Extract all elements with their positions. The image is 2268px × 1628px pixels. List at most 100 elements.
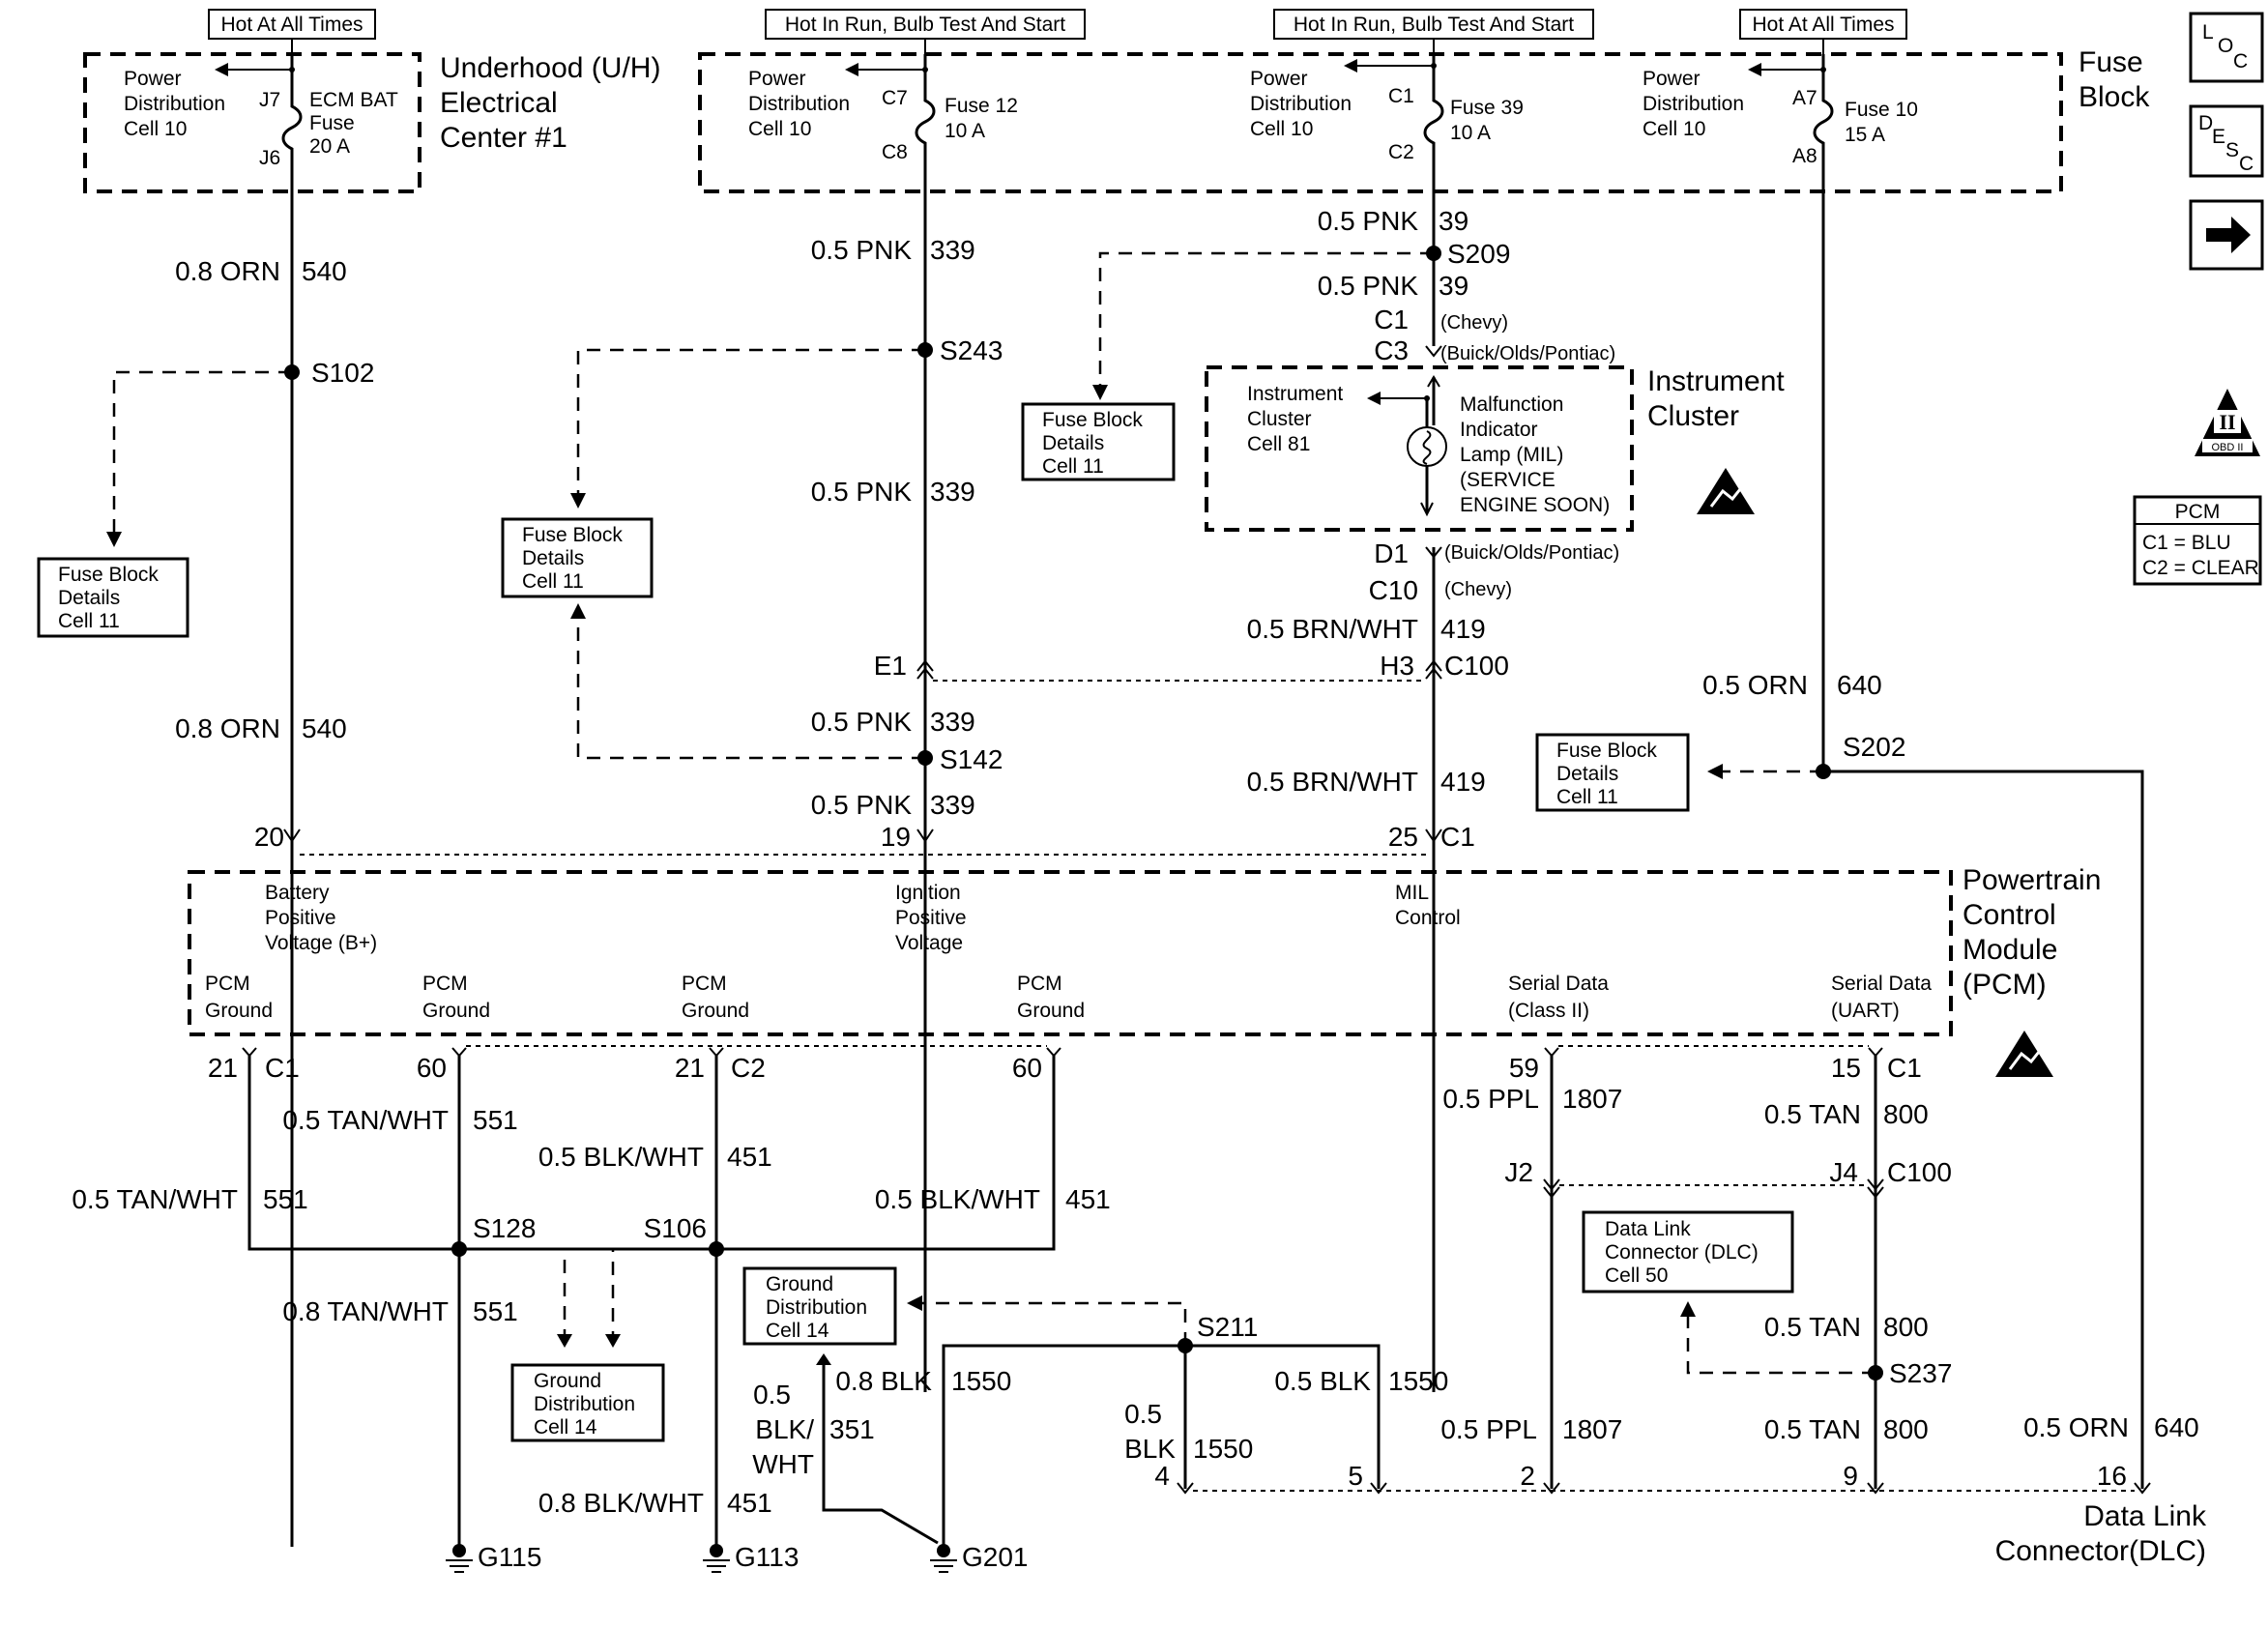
- svg-text:D: D: [2198, 112, 2213, 134]
- svg-text:E: E: [2212, 126, 2225, 148]
- svg-text:C1: C1: [1887, 1053, 1922, 1083]
- svg-text:WHT: WHT: [752, 1449, 814, 1479]
- svg-text:Voltage: Voltage: [895, 932, 963, 954]
- instrument-cluster-box: [1205, 365, 1634, 532]
- svg-text:Instrument: Instrument: [1647, 365, 1785, 397]
- svg-text:S128: S128: [473, 1213, 536, 1243]
- pcm-connector-legend: PCM C1 = BLU C2 = CLEAR: [2133, 495, 2262, 586]
- esd-sensitive-icon: [1995, 1031, 2053, 1077]
- svg-text:C1: C1: [1388, 85, 1414, 107]
- wire-gauge-label: 0.5 BLK/ WHT: [752, 1380, 814, 1479]
- wire-circuit-label: 551: [263, 1184, 308, 1214]
- svg-text:S211: S211: [1197, 1312, 1258, 1342]
- svg-text:20 A: 20 A: [309, 135, 350, 158]
- svg-text:0.5: 0.5: [753, 1380, 791, 1410]
- mil-label: Malfunction Indicator Lamp (MIL) (SERVIC…: [1460, 393, 1610, 516]
- wire-gauge-label: 0.5 PNK: [811, 707, 913, 737]
- power-distribution-ref: Power Distribution Cell 10: [748, 68, 850, 140]
- wire-circuit-label: 800: [1883, 1312, 1929, 1342]
- wire-gauge-label: 0.8 TAN/WHT: [282, 1296, 449, 1326]
- svg-text:PCM: PCM: [205, 973, 250, 995]
- next-button[interactable]: [2189, 199, 2264, 271]
- svg-text:Connector(DLC): Connector(DLC): [1995, 1535, 2206, 1567]
- svg-text:C1: C1: [1440, 822, 1475, 852]
- svg-text:16: 16: [2097, 1461, 2127, 1491]
- wire-gauge-label: 0.5 PPL: [1442, 1084, 1539, 1114]
- wire-gauge-label: 0.5 PNK: [1318, 271, 1419, 301]
- svg-text:(Buick/Olds/Pontiac): (Buick/Olds/Pontiac): [1440, 343, 1615, 364]
- svg-text:C100: C100: [1887, 1157, 1952, 1187]
- svg-text:S142: S142: [940, 744, 1003, 774]
- wire-circuit-label: 39: [1439, 206, 1468, 236]
- desc-button[interactable]: D E S C: [2189, 104, 2264, 178]
- power-distribution-ref: Power Distribution Cell 10: [1643, 68, 1744, 140]
- svg-text:Cell 10: Cell 10: [748, 118, 811, 140]
- svg-text:Distribution: Distribution: [1643, 93, 1744, 115]
- svg-text:S202: S202: [1843, 732, 1905, 762]
- instrument-cluster-cell-ref: Instrument Cluster Cell 81: [1247, 383, 1343, 455]
- svg-text:60: 60: [1012, 1053, 1042, 1083]
- svg-text:Fuse Block: Fuse Block: [1042, 409, 1143, 431]
- svg-text:A8: A8: [1792, 145, 1817, 167]
- obd-ii-warning-icon: II OBD II: [2195, 389, 2260, 456]
- wire-circuit-label: 339: [930, 707, 975, 737]
- svg-text:9: 9: [1843, 1461, 1858, 1491]
- svg-text:Serial Data: Serial Data: [1508, 973, 1609, 995]
- wire-circuit-label: 339: [930, 235, 975, 265]
- svg-text:Control: Control: [1395, 907, 1461, 929]
- svg-text:Data Link: Data Link: [1605, 1218, 1691, 1240]
- svg-text:Voltage (B+): Voltage (B+): [265, 932, 377, 954]
- svg-text:G115: G115: [478, 1542, 541, 1572]
- svg-text:Indicator: Indicator: [1460, 419, 1538, 441]
- svg-text:Cell 11: Cell 11: [1042, 455, 1104, 478]
- svg-text:5: 5: [1348, 1461, 1363, 1491]
- wire-circuit-label: 451: [727, 1488, 772, 1518]
- svg-text:Details: Details: [1556, 763, 1618, 785]
- svg-text:S106: S106: [644, 1213, 707, 1243]
- pcm-serial-data-class2-label: Serial Data (Class II): [1508, 973, 1609, 1022]
- wire-circuit-label: 1550: [1388, 1366, 1448, 1396]
- svg-text:S209: S209: [1447, 239, 1510, 269]
- wire-gauge-label: 0.5 PNK: [811, 477, 913, 507]
- pcm-box: [188, 870, 1953, 1036]
- wire-gauge-label: 0.5 BRN/WHT: [1247, 614, 1418, 644]
- svg-text:Details: Details: [58, 587, 120, 609]
- svg-text:II: II: [2219, 410, 2235, 434]
- svg-text:S102: S102: [311, 358, 374, 388]
- svg-text:Module: Module: [1963, 934, 2057, 966]
- svg-text:C: C: [2239, 153, 2253, 175]
- underhood-center-box: [83, 52, 422, 193]
- svg-text:Cell 10: Cell 10: [124, 118, 187, 140]
- svg-text:(PCM): (PCM): [1963, 969, 2047, 1001]
- svg-text:Serial Data: Serial Data: [1831, 973, 1932, 995]
- supply-labels: Hot At All Times Hot In Run, Bulb Test A…: [208, 9, 1907, 40]
- svg-text:Cell 11: Cell 11: [522, 570, 584, 593]
- svg-text:Fuse 10: Fuse 10: [1845, 99, 1918, 121]
- svg-text:21: 21: [208, 1053, 238, 1083]
- svg-text:Ignition: Ignition: [895, 882, 961, 904]
- svg-text:PCM: PCM: [682, 973, 727, 995]
- wire-gauge-label: 0.5 PPL: [1440, 1414, 1537, 1444]
- svg-text:ECM BAT: ECM BAT: [309, 89, 398, 111]
- wire-circuit-label: 1807: [1562, 1084, 1622, 1114]
- wire-circuit-label: 540: [302, 713, 347, 743]
- wire-gauge-label: 0.5 TAN: [1764, 1312, 1861, 1342]
- hot-at-all-times-label: Hot At All Times: [220, 14, 363, 36]
- loc-button[interactable]: L O C: [2189, 12, 2264, 83]
- wire-gauge-label: 0.5 TAN: [1764, 1414, 1861, 1444]
- pcm-battery-voltage-label: Battery Positive Voltage (B+): [265, 882, 377, 954]
- dlc-label: Data Link Connector(DLC): [1995, 1500, 2207, 1567]
- wire-circuit-label: 419: [1440, 614, 1486, 644]
- svg-text:Ground: Ground: [205, 1000, 273, 1022]
- svg-text:PCM: PCM: [422, 973, 468, 995]
- svg-text:10 A: 10 A: [1450, 122, 1491, 144]
- pcm-mil-control-label: MIL Control: [1395, 882, 1461, 929]
- wire-circuit-label: 640: [2154, 1412, 2199, 1442]
- svg-text:OBD II: OBD II: [2211, 442, 2243, 453]
- svg-text:Cell 10: Cell 10: [1643, 118, 1705, 140]
- svg-text:Power: Power: [1643, 68, 1701, 90]
- mil-lamp-icon: [1407, 426, 1447, 467]
- wire-circuit-label: 800: [1883, 1099, 1929, 1129]
- wire-circuit-label: 1807: [1562, 1414, 1622, 1444]
- wire-gauge-label: 0.5 BLK/WHT: [875, 1184, 1040, 1214]
